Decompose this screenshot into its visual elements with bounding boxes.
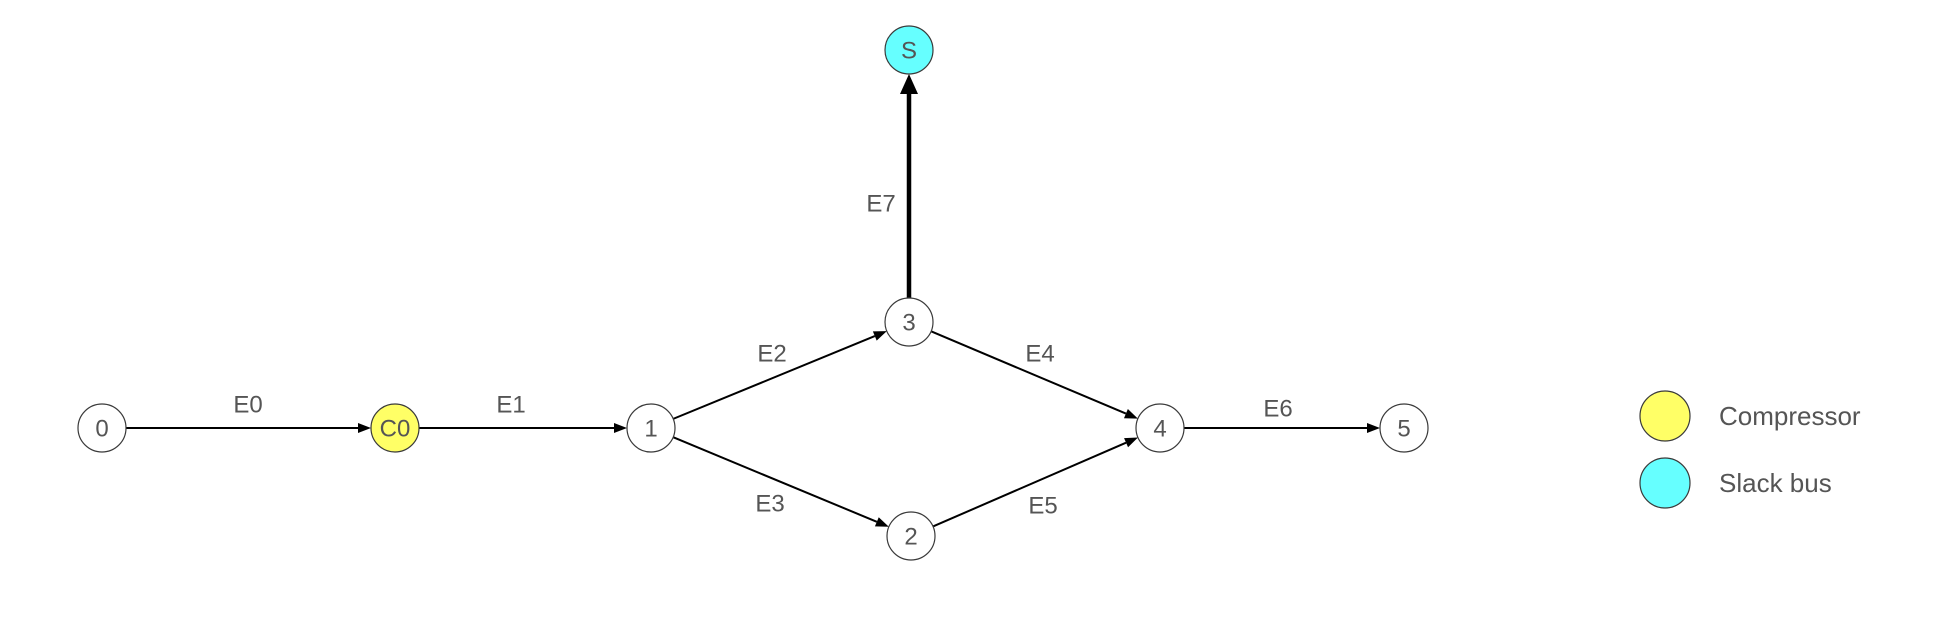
node-circle bbox=[884, 297, 934, 347]
edge-line bbox=[672, 436, 878, 523]
node-s: S bbox=[884, 25, 934, 75]
edge-e6: E6 bbox=[1184, 396, 1380, 433]
legend-item-slack-bus: Slack bus bbox=[1639, 457, 1832, 509]
node-label: 5 bbox=[1397, 416, 1410, 443]
edge-label: E1 bbox=[496, 392, 525, 419]
node-circle bbox=[77, 403, 127, 453]
edge-label: E5 bbox=[1028, 493, 1057, 520]
node-4: 4 bbox=[1135, 403, 1185, 453]
node-circle bbox=[886, 511, 936, 561]
arrowhead-icon bbox=[1124, 437, 1138, 448]
nodes-layer: 0 C0 1 2 3 4 5 S bbox=[77, 25, 1429, 561]
node-circle bbox=[1379, 403, 1429, 453]
edge-line bbox=[930, 330, 1127, 415]
node-circle bbox=[884, 25, 934, 75]
node-circle bbox=[370, 403, 420, 453]
edge-e4: E4 bbox=[930, 330, 1138, 419]
node-circle bbox=[1135, 403, 1185, 453]
arrowhead-icon bbox=[1123, 408, 1138, 419]
node-label: 3 bbox=[902, 310, 915, 337]
legend-swatch bbox=[1639, 390, 1691, 442]
edge-e1: E1 bbox=[419, 392, 627, 433]
arrowhead-icon bbox=[358, 423, 371, 433]
edge-label: E4 bbox=[1025, 341, 1054, 368]
edge-e5: E5 bbox=[932, 437, 1138, 528]
node-1: 1 bbox=[626, 403, 676, 453]
node-label: 2 bbox=[904, 524, 917, 551]
node-2: 2 bbox=[886, 511, 936, 561]
arrowhead-icon bbox=[900, 74, 918, 94]
arrowhead-icon bbox=[614, 423, 627, 433]
edge-label: E2 bbox=[757, 341, 786, 368]
edge-label: E0 bbox=[233, 392, 262, 419]
node-label: S bbox=[901, 38, 917, 65]
edge-label: E3 bbox=[755, 491, 784, 518]
arrowhead-icon bbox=[874, 517, 889, 527]
edge-e7: E7 bbox=[866, 74, 918, 298]
node-0: 0 bbox=[77, 403, 127, 453]
node-circle bbox=[626, 403, 676, 453]
edge-label: E7 bbox=[866, 191, 895, 218]
edge-e3: E3 bbox=[672, 436, 889, 527]
legend-item-compressor: Compressor bbox=[1639, 390, 1861, 442]
node-5: 5 bbox=[1379, 403, 1429, 453]
node-label: 4 bbox=[1153, 416, 1166, 443]
arrowhead-icon bbox=[1367, 423, 1380, 433]
edge-line bbox=[672, 335, 876, 420]
node-label: C0 bbox=[380, 416, 411, 443]
arrowhead-icon bbox=[872, 331, 887, 341]
node-label: 1 bbox=[644, 416, 657, 443]
node-c0: C0 bbox=[370, 403, 420, 453]
edge-line bbox=[932, 441, 1127, 528]
edge-e0: E0 bbox=[126, 392, 371, 433]
node-label: 0 bbox=[95, 416, 108, 443]
node-3: 3 bbox=[884, 297, 934, 347]
edge-label: E6 bbox=[1263, 396, 1292, 423]
legend-swatch bbox=[1639, 457, 1691, 509]
legend-label: Slack bus bbox=[1719, 468, 1832, 498]
legend-label: Compressor bbox=[1719, 401, 1861, 431]
edge-e2: E2 bbox=[672, 331, 887, 420]
